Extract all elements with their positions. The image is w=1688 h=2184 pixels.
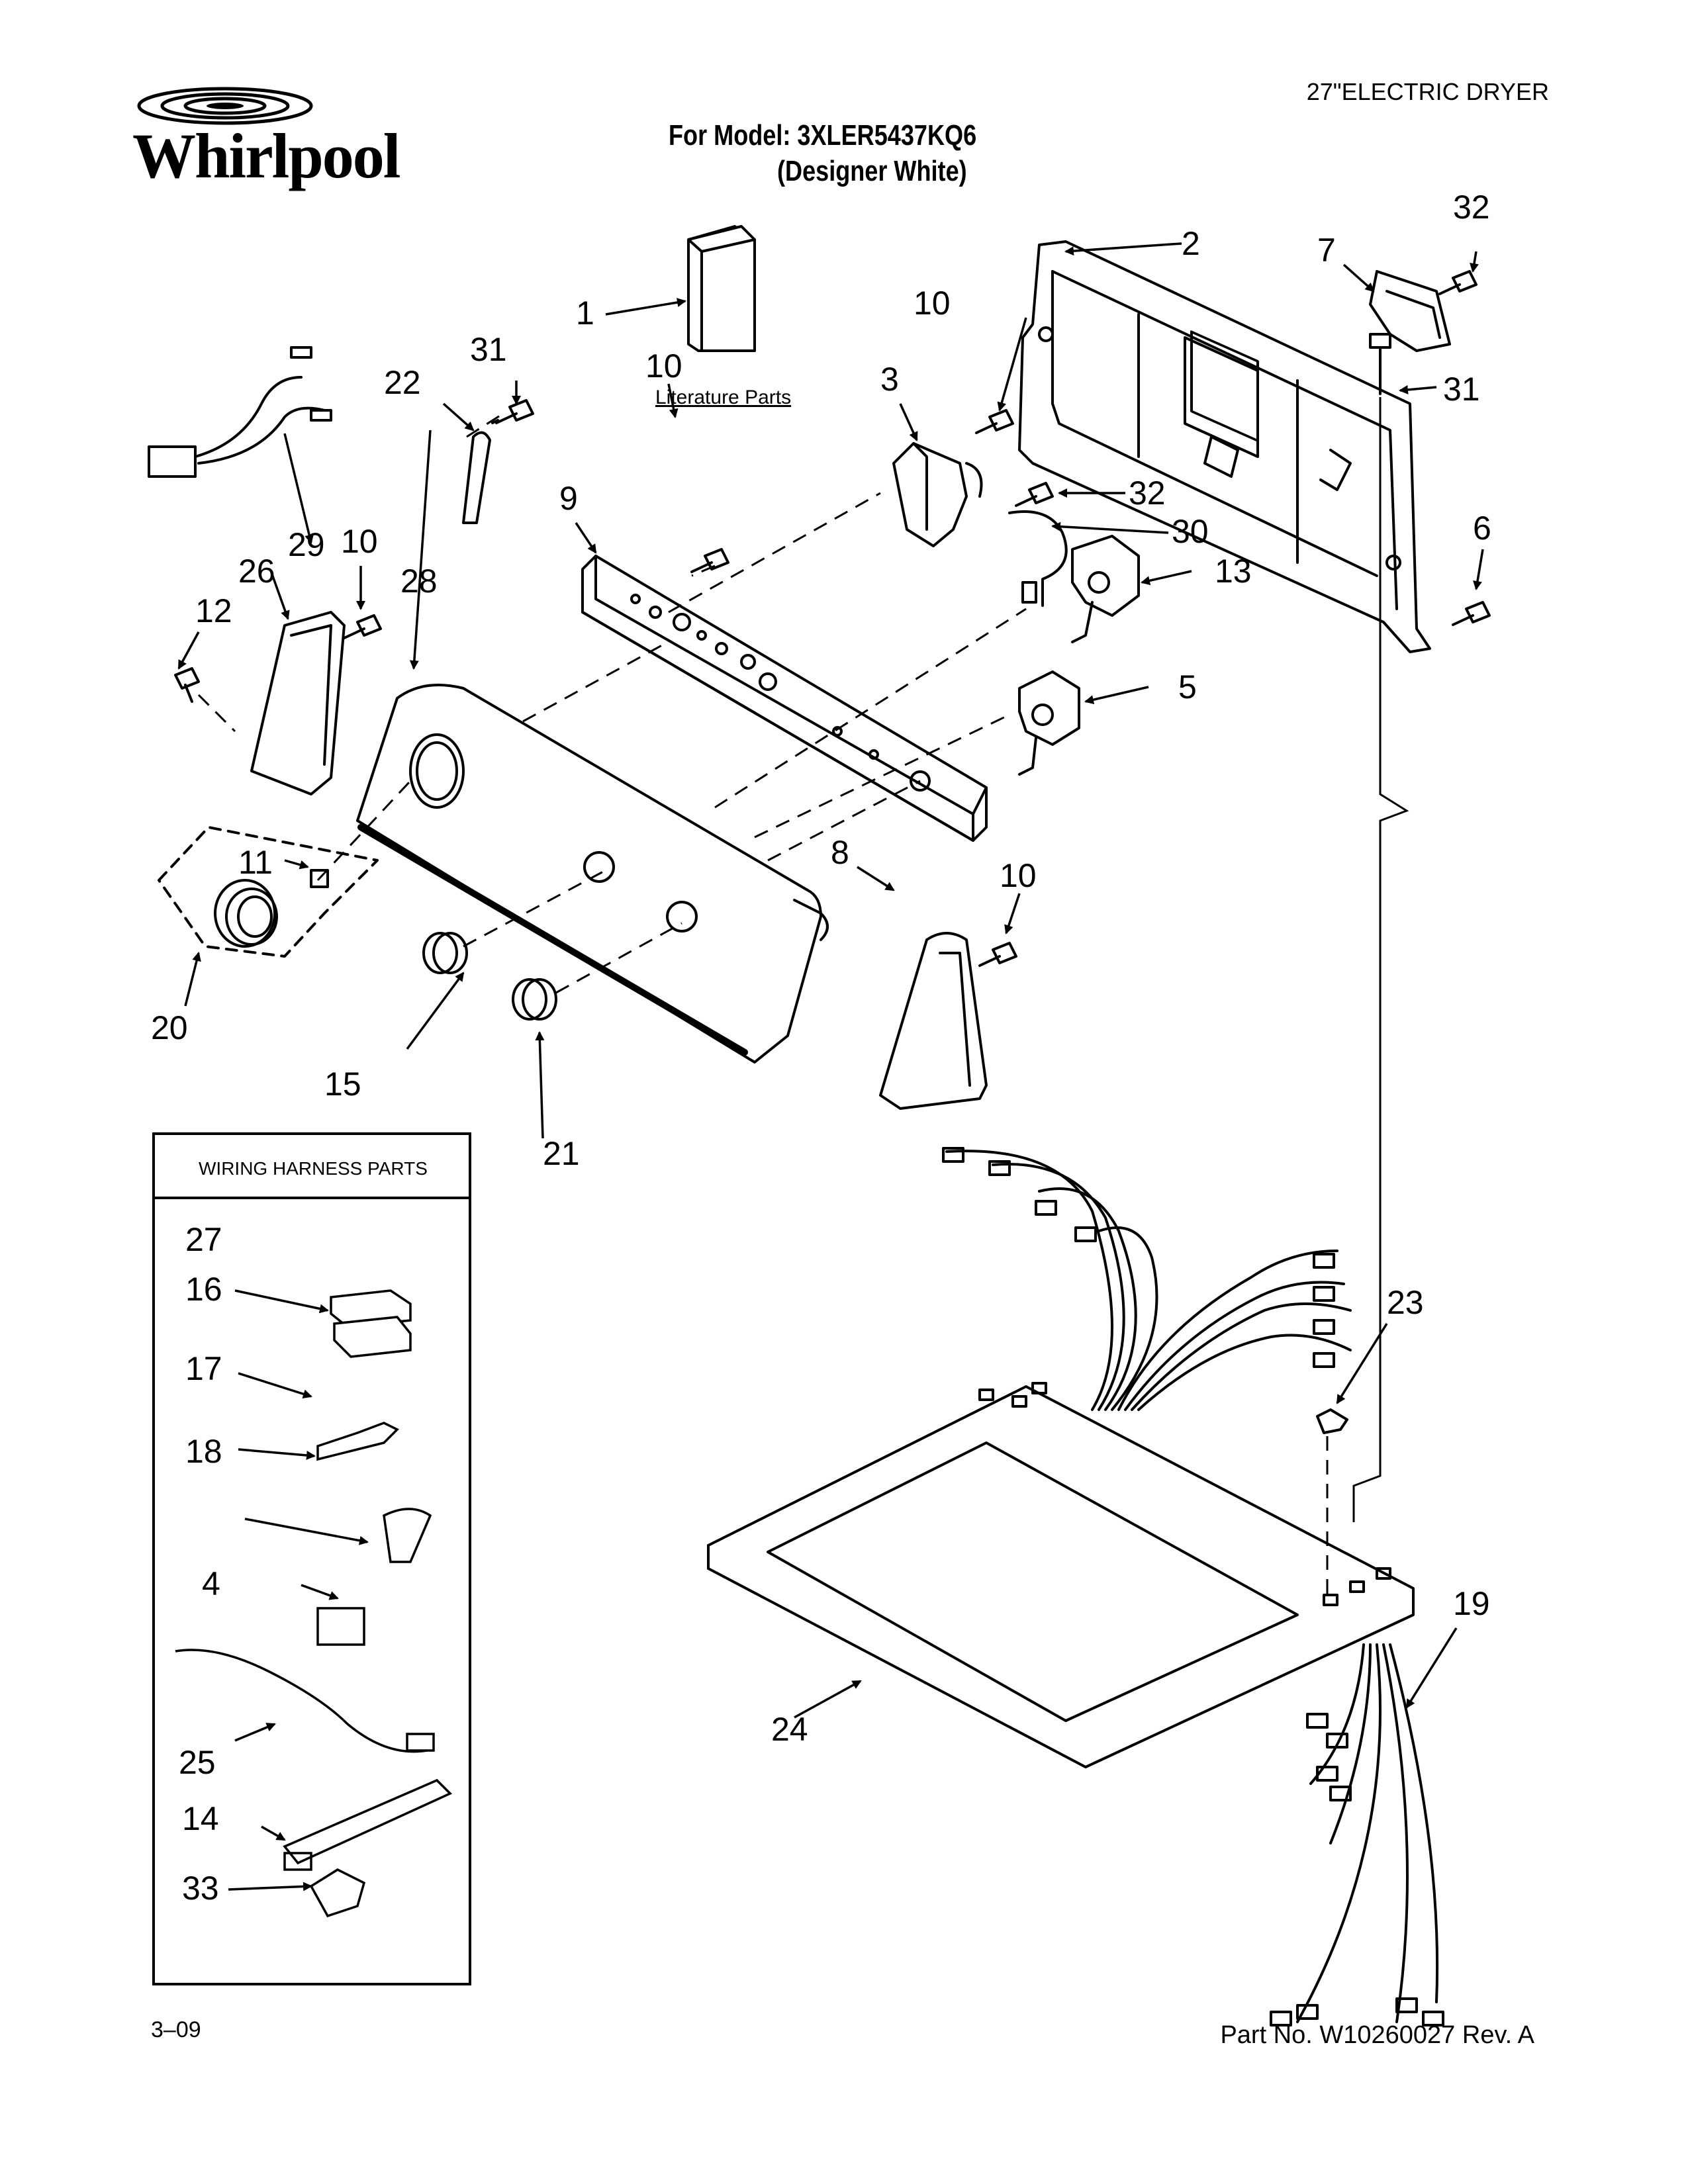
callout-10b: 10 xyxy=(341,523,378,560)
harness-box-title: WIRING HARNESS PARTS xyxy=(199,1158,428,1179)
screw-31-top xyxy=(491,399,534,424)
callout-10a: 10 xyxy=(645,347,682,385)
callout-16: 16 xyxy=(185,1271,222,1308)
callout-19: 19 xyxy=(1453,1585,1490,1622)
callout-32a: 32 xyxy=(1453,189,1490,226)
connector-33 xyxy=(309,1868,366,1918)
harness-29 xyxy=(148,346,332,478)
console-panel-28 xyxy=(356,684,829,1064)
end-cap-26 xyxy=(250,611,346,796)
callout-14: 14 xyxy=(182,1800,219,1837)
connector-16 xyxy=(333,1316,412,1358)
callout-8: 8 xyxy=(831,834,849,871)
callout-20: 20 xyxy=(151,1009,188,1046)
callout-15: 15 xyxy=(324,1066,361,1103)
screw-32-mid xyxy=(1015,482,1054,507)
part-number: Part No. W10260027 Rev. A xyxy=(1220,2021,1534,2049)
callout-12: 12 xyxy=(195,592,232,629)
wire-30 xyxy=(1008,510,1068,607)
screw-10-lower xyxy=(978,942,1017,967)
callout-7: 7 xyxy=(1317,232,1336,269)
callout-6: 6 xyxy=(1473,510,1491,547)
screw-10-upper xyxy=(975,409,1014,434)
swirl-logo-icon xyxy=(137,87,313,125)
callout-2: 2 xyxy=(1182,225,1200,262)
literature-booklet xyxy=(687,225,756,352)
console-rail-9 xyxy=(581,555,988,842)
bracket-22 xyxy=(462,431,491,524)
screw-6 xyxy=(1452,601,1491,626)
callout-28: 28 xyxy=(400,563,438,600)
brand-logo: Whirlpool xyxy=(132,87,400,191)
callout-5: 5 xyxy=(1178,668,1197,705)
revision-date: 3–09 xyxy=(151,2017,201,2042)
callout-10d: 10 xyxy=(1000,857,1037,894)
end-cap-8 xyxy=(879,932,988,1110)
callout-26: 26 xyxy=(238,553,275,590)
sensor-25 xyxy=(175,1649,435,1753)
control-13 xyxy=(1071,535,1140,643)
knob-20 xyxy=(158,826,379,958)
knob-15 xyxy=(422,932,468,974)
callout-9: 9 xyxy=(559,480,578,517)
model-number: For Model: 3XLER5437KQ6 xyxy=(669,119,977,152)
literature-label: Literature Parts xyxy=(655,387,791,408)
model-color: (Designer White) xyxy=(777,155,967,187)
callout-21: 21 xyxy=(543,1135,580,1172)
connector-4 xyxy=(316,1607,365,1646)
callout-31b: 31 xyxy=(1443,371,1480,408)
harness-parts-box xyxy=(152,1132,471,1985)
callout-18: 18 xyxy=(185,1433,222,1470)
callout-13: 13 xyxy=(1215,553,1252,590)
callout-30: 30 xyxy=(1172,513,1209,550)
callout-3: 3 xyxy=(880,361,899,398)
switch-3 xyxy=(892,442,983,547)
callout-32b: 32 xyxy=(1129,475,1166,512)
callout-10c: 10 xyxy=(914,285,951,322)
callout-23: 23 xyxy=(1387,1284,1424,1321)
callout-24: 24 xyxy=(771,1711,808,1748)
wire-harness-top xyxy=(942,1147,1352,1411)
rear-console-bracket xyxy=(1018,240,1431,653)
screw-12 xyxy=(174,667,200,703)
clip-23 xyxy=(1316,1408,1348,1434)
brand-name: Whirlpool xyxy=(132,120,400,191)
callout-27: 27 xyxy=(185,1221,222,1258)
knob-21 xyxy=(512,978,557,1021)
callout-29: 29 xyxy=(288,526,325,563)
callout-22: 22 xyxy=(384,364,421,401)
ground-wire-path xyxy=(1352,397,1409,1522)
callout-25: 25 xyxy=(179,1744,216,1781)
control-5 xyxy=(1018,670,1080,776)
clip-18 xyxy=(383,1508,432,1563)
callout-33: 33 xyxy=(182,1870,219,1907)
screw-31-right xyxy=(1369,333,1391,395)
callout-11: 11 xyxy=(238,844,273,881)
top-panel-24 xyxy=(707,1382,1415,1768)
callout-31a: 31 xyxy=(470,331,507,368)
model-heading: For Model: 3XLER5437KQ6 (Designer White) xyxy=(669,118,976,189)
callout-1: 1 xyxy=(576,295,594,332)
tie-14 xyxy=(283,1778,453,1871)
leader-arrows xyxy=(177,242,1484,1891)
clip-11 xyxy=(310,869,329,888)
callout-labels: 1 2 3 4 5 6 7 8 9 10 10 10 10 11 12 13 1… xyxy=(151,189,1491,1907)
document-type: 27"ELECTRIC DRYER xyxy=(1306,78,1549,105)
callout-17: 17 xyxy=(185,1350,222,1387)
wire-harness-19 xyxy=(1270,1643,1444,2026)
screw-10-rail xyxy=(690,548,729,573)
cover-plate xyxy=(1369,270,1451,352)
screw-10-left xyxy=(343,614,382,639)
screw-32-top xyxy=(1438,270,1477,295)
alignment-lines xyxy=(197,412,1329,1602)
terminal-17 xyxy=(316,1422,399,1461)
callout-4: 4 xyxy=(202,1565,220,1602)
